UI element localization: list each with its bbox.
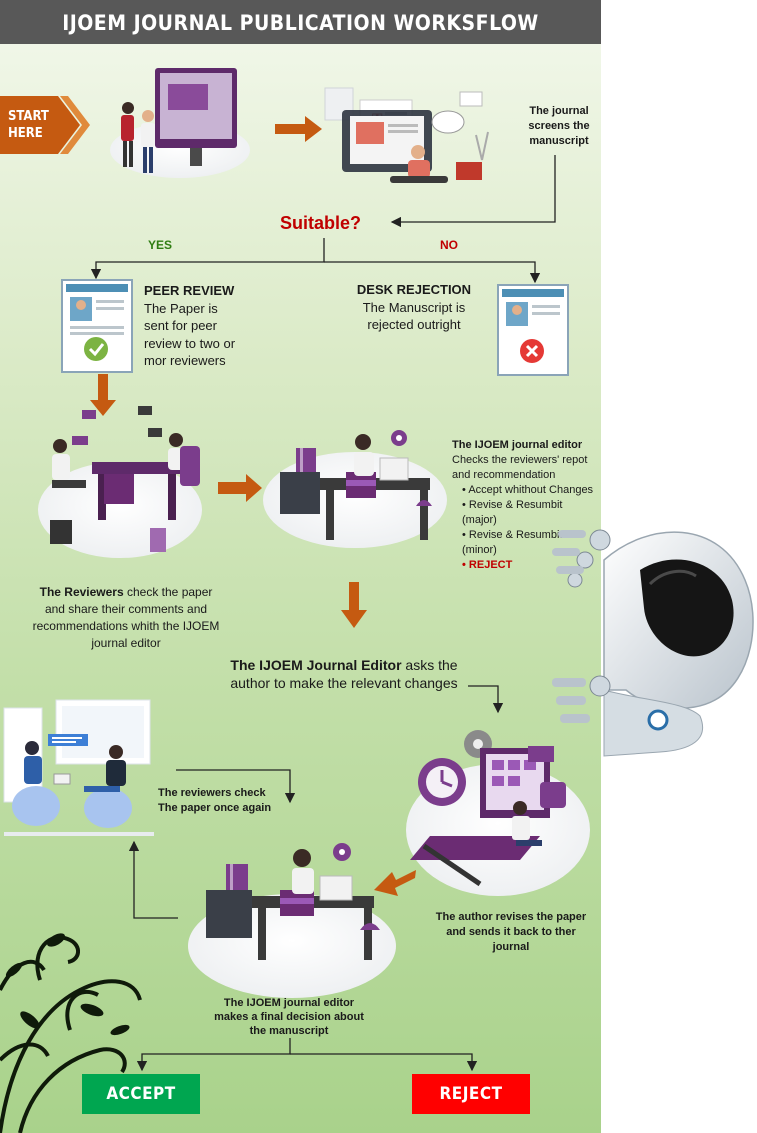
option-revise-minor: Revise & Resumbit (minor): [462, 528, 598, 558]
start-here-label: START HERE: [8, 109, 49, 141]
option-accept: Accept whithout Changes: [462, 483, 598, 498]
connector-final-decision: [136, 1038, 291, 1072]
author-revises-illustration-icon: [406, 730, 590, 896]
page-title: IJOEM JOURNAL PUBLICATION WORKSFLOW: [0, 0, 601, 44]
reviewers-again-text: The reviewers check The paper once again: [158, 787, 272, 814]
screening-illustration-icon: T: [324, 87, 489, 183]
editor-asks-text: The IJOEM Journal Editor asks the author…: [226, 656, 462, 692]
submit-illustration-icon: [110, 68, 250, 178]
arrow-to-editor-asks: [341, 582, 367, 628]
final-decision-text: The IJOEM journal editor makes a final d…: [214, 997, 364, 1037]
peer-review-document-icon: [61, 279, 133, 373]
desk-rejection-body: The Manuscript is rejected outright: [362, 299, 466, 333]
desk-rejection-heading: DESK REJECTION: [356, 282, 472, 297]
reviewers-text-rest: check the paper and share their comments…: [32, 585, 220, 650]
final-decision-illustration-icon: [188, 843, 396, 998]
option-reject: REJECT: [462, 558, 598, 573]
no-label: NO: [440, 238, 458, 252]
workflow-canvas: IJOEM JOURNAL PUBLICATION WORKSFLOW: [0, 0, 601, 1133]
peer-review-heading: PEER REVIEW: [144, 283, 235, 298]
accept-box: ACCEPT: [82, 1074, 200, 1114]
connector-to-suitable: [390, 155, 556, 228]
reviewers-text: The Reviewers check the paper and share …: [28, 584, 224, 652]
option-revise-major: Revise & Resumbit (major): [462, 498, 598, 528]
workflow-graphics: T: [0, 68, 590, 1133]
start-arrow-shape: [0, 96, 80, 154]
arrow-to-final-decision: [374, 870, 416, 896]
reviewers-text-bold: The Reviewers: [39, 585, 124, 599]
suitable-decision: Suitable?: [280, 213, 362, 233]
peer-review-text: PEER REVIEW The Paper is sent for peer r…: [144, 282, 244, 370]
author-revises-text: The author revises the paper and sends i…: [435, 911, 587, 953]
arrow-to-reviewers: [90, 374, 116, 416]
arrow-to-screening: [275, 116, 322, 142]
connector-reviewers-again: [176, 769, 296, 804]
editor-options-list: Accept whithout Changes Revise & Resumbi…: [452, 483, 598, 573]
arrow-to-editor-check: [218, 474, 262, 502]
desk-rejection-document-icon: [497, 284, 569, 376]
editor-check-text: The IJOEM journal editor Checks the revi…: [452, 438, 598, 573]
reviewers-illustration-icon: [38, 406, 202, 558]
editor-check-illustration-icon: [263, 430, 447, 548]
desk-rejection-text: DESK REJECTION The Manuscript is rejecte…: [352, 281, 476, 334]
yes-label: YES: [148, 238, 173, 252]
reviewers-again-illustration-icon: [3, 699, 154, 836]
connector-yes-no: [90, 238, 325, 280]
peer-review-body: The Paper is sent for peer review to two…: [144, 300, 236, 369]
reject-box: REJECT: [412, 1074, 530, 1114]
editor-check-heading: The IJOEM journal editor: [452, 439, 583, 451]
editor-check-body: Checks the reviewers' repot and recommen…: [452, 454, 588, 481]
screening-text: The journal screens the manuscript: [528, 105, 590, 147]
editor-asks-rest: asks the author to make the relevant cha…: [230, 657, 458, 691]
connector-loop-back: [128, 840, 178, 919]
editor-asks-bold: The IJOEM Journal Editor: [230, 657, 402, 673]
connector-to-author: [468, 685, 504, 714]
